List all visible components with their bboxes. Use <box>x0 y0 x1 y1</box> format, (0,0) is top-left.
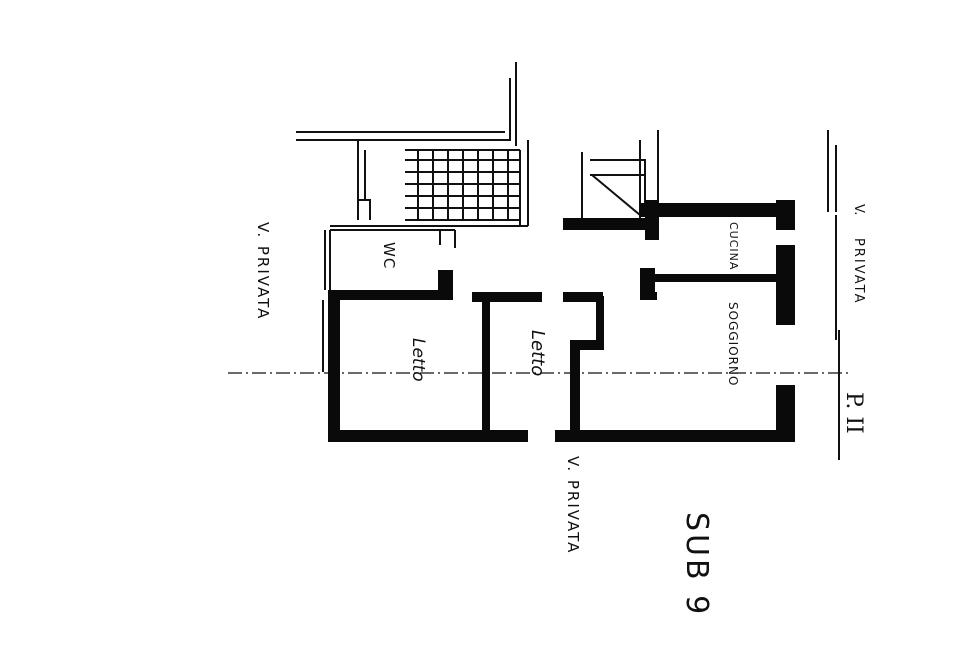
sub-label: SUB 9 <box>679 512 714 618</box>
floor-label: P. II <box>841 392 866 434</box>
wall-top-left <box>328 290 453 300</box>
wall-kitchen <box>648 274 780 282</box>
living-label: SOGGIORNO <box>726 302 740 387</box>
wall-top-right <box>640 203 795 217</box>
wall-left <box>328 290 340 440</box>
street-label-bottom: V. PRIVATA <box>564 456 582 555</box>
floor-label-underline <box>838 392 840 460</box>
wall-room-divider <box>482 292 490 437</box>
street-label-right-prefix: V. <box>851 204 866 216</box>
room-label-1: Letto <box>408 338 428 382</box>
thin-lines <box>228 62 850 438</box>
stairs <box>405 150 520 221</box>
walls <box>328 200 795 442</box>
street-label-left: V. PRIVATA <box>254 222 272 321</box>
street-label-right: PRIVATA <box>851 238 866 305</box>
wall-bottom-left <box>328 430 528 442</box>
wc-label: WC <box>380 242 398 270</box>
wall-bottom-right <box>555 430 795 442</box>
wall-right-mid <box>776 245 795 325</box>
balcony-hatch <box>591 174 641 216</box>
outer-wall-top <box>296 78 511 141</box>
kitchen-label: CUCINA <box>727 222 740 271</box>
room-label-2: Letto <box>527 330 548 377</box>
